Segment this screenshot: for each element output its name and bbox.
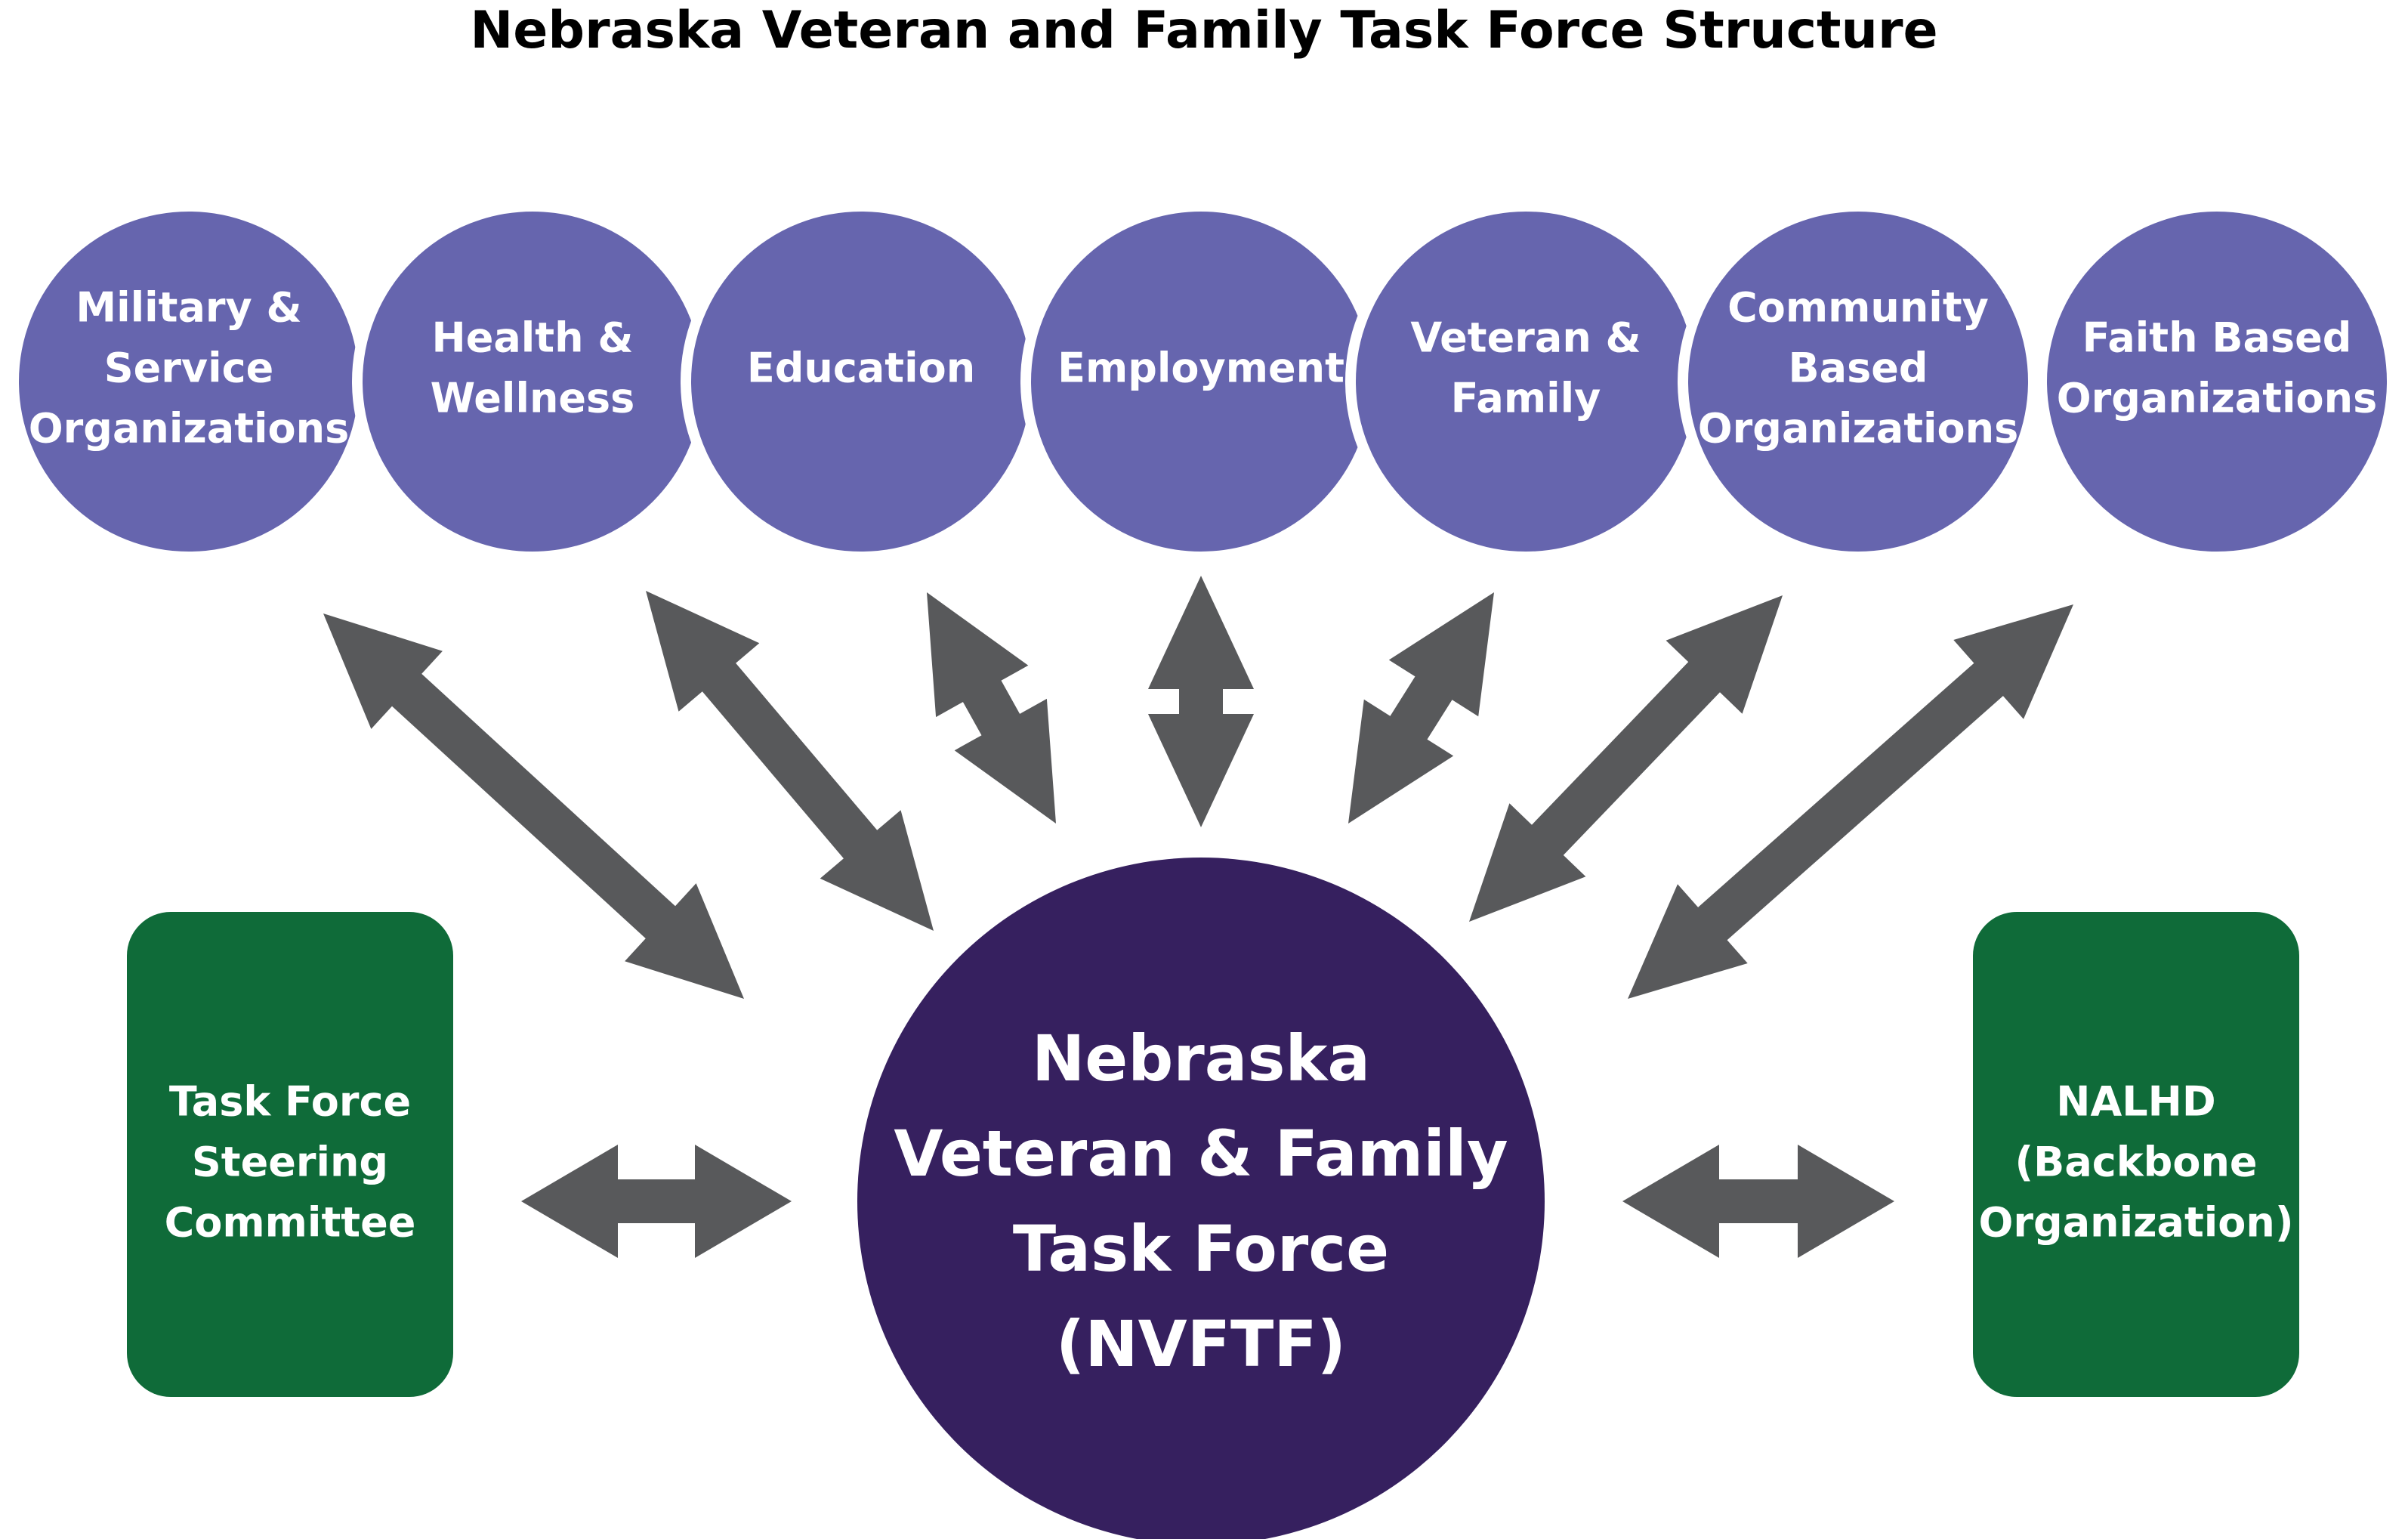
sector-circle bbox=[2036, 201, 2397, 562]
steering-committee-box-line: Task Force bbox=[169, 1078, 411, 1126]
center-circle bbox=[857, 858, 1545, 1539]
steering-committee-box-line: Steering bbox=[192, 1139, 388, 1186]
sector-employment: Employment bbox=[1020, 201, 1382, 562]
arrow-veteran-family bbox=[1348, 592, 1494, 824]
sector-health-line: Health & bbox=[432, 314, 634, 362]
sector-community-line: Community bbox=[1727, 284, 1989, 332]
sector-health-line: Wellness bbox=[431, 375, 635, 422]
arrow-faith bbox=[1628, 604, 2073, 999]
sector-community-line: Organizations bbox=[1698, 405, 2018, 453]
nalhd-box-line: NALHD bbox=[2056, 1078, 2215, 1126]
sector-military-line: Organizations bbox=[29, 405, 349, 453]
arrow-military bbox=[323, 613, 744, 999]
sector-employment-line: Employment bbox=[1057, 345, 1344, 392]
nalhd-box-line: (Backbone bbox=[2014, 1139, 2257, 1186]
sector-military-line: Service bbox=[104, 345, 274, 392]
side-boxes: Task ForceSteeringCommitteeNALHD(Backbon… bbox=[127, 912, 2299, 1397]
sector-community-line: Based bbox=[1788, 345, 1928, 392]
arrow-employment bbox=[1148, 576, 1254, 827]
nalhd-box-rect bbox=[1973, 912, 2299, 1397]
center-title-line: (NVFTF) bbox=[1056, 1307, 1346, 1381]
sector-veteran-family: Veteran & Family bbox=[1345, 201, 1706, 562]
arrow-community bbox=[1469, 595, 1783, 922]
center-title-line: Nebraska bbox=[1032, 1021, 1370, 1096]
steering-committee-box-rect bbox=[127, 912, 453, 1397]
sector-veteran-family-line: Family bbox=[1451, 375, 1601, 422]
center-title-line: Veteran & Family bbox=[894, 1117, 1508, 1191]
arrow-steering-committee bbox=[521, 1145, 792, 1258]
sector-education: Education bbox=[681, 201, 1042, 562]
arrow-health bbox=[646, 591, 934, 931]
center-title-line: Task Force bbox=[1013, 1212, 1389, 1286]
sector-faith-line: Organizations bbox=[2057, 375, 2377, 422]
arrows-layer bbox=[323, 576, 2073, 1258]
arrow-education bbox=[927, 592, 1056, 824]
sector-health: Health & Wellness bbox=[352, 201, 713, 562]
nalhd-box-line: Organization) bbox=[1979, 1199, 2294, 1247]
sector-veteran-family-line: Veteran & bbox=[1410, 314, 1641, 362]
diagram-title: Nebraska Veteran and Family Task Force S… bbox=[470, 1, 1938, 60]
sector-faith-line: Faith Based bbox=[2082, 314, 2352, 362]
sector-circle bbox=[1678, 201, 2039, 562]
arrow-nalhd bbox=[1622, 1145, 1894, 1258]
steering-committee-box-line: Committee bbox=[165, 1199, 416, 1247]
sector-education-line: Education bbox=[747, 345, 975, 392]
sector-military-line: Military & bbox=[76, 284, 301, 332]
